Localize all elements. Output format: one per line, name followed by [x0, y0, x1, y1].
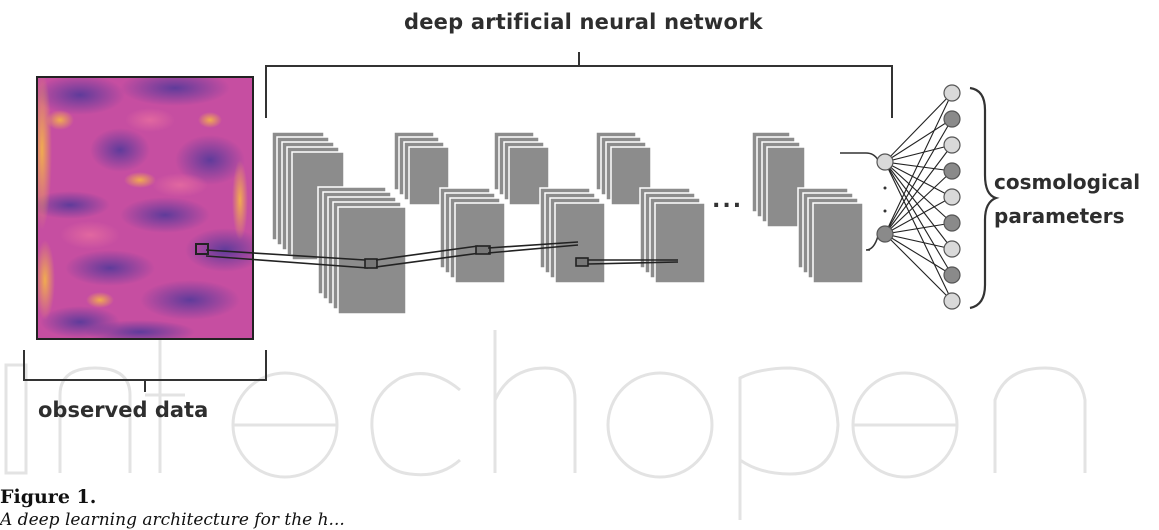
observed-data-label: observed data [38, 398, 209, 422]
fc-edge [884, 161, 953, 198]
ellipsis-dot [883, 186, 887, 190]
fc-edge [884, 233, 953, 276]
fc-edge [884, 233, 953, 302]
layer-stack-5 [493, 131, 550, 206]
layer-stack-3 [393, 131, 450, 206]
feature-map [812, 202, 864, 284]
output-node [943, 136, 961, 154]
layers-ellipsis: ... [712, 188, 744, 213]
parameters-label: cosmological parameters [994, 165, 1140, 233]
output-node [943, 188, 961, 206]
fc-edge [884, 161, 953, 302]
receptive-field-lines [205, 241, 679, 269]
network-label: deep artificial neural network [404, 10, 763, 34]
layer-stack-8 [639, 187, 706, 284]
layer-stack-6 [539, 187, 606, 284]
output-node [943, 110, 961, 128]
caption-title: Figure 1. [0, 486, 97, 508]
layer-stack-2 [317, 186, 407, 315]
parameters-label-line1: cosmological [994, 170, 1141, 194]
output-node [943, 292, 961, 310]
caption-text: A deep learning architecture for the h..… [0, 510, 345, 530]
layer-stack-7 [595, 131, 652, 206]
output-node [943, 214, 961, 232]
fc-edge [884, 161, 953, 224]
fully-connected-layer [840, 84, 961, 310]
connector-line [840, 152, 879, 161]
hidden-node [876, 225, 894, 243]
fc-edge [884, 92, 953, 235]
output-node [943, 84, 961, 102]
fc-edge [884, 161, 953, 250]
fc-edge [884, 161, 953, 172]
connector-line [865, 235, 879, 251]
conv-layer-stacks [271, 131, 864, 315]
fc-edge [884, 92, 953, 163]
observed-data-bracket [23, 350, 267, 392]
layer-stack-4 [439, 187, 506, 284]
fc-edge [884, 196, 953, 235]
feature-map [610, 146, 652, 206]
output-node [943, 162, 961, 180]
fc-edge [884, 222, 953, 235]
observed-data-heatmap [36, 76, 254, 340]
fc-edge [884, 144, 953, 163]
ellipsis-dot [883, 209, 887, 213]
fc-edge [884, 233, 953, 250]
output-node [943, 266, 961, 284]
fc-edge [884, 161, 953, 276]
feature-map [654, 202, 706, 284]
layer-stack-9 [751, 131, 806, 228]
watermark-logo [4, 330, 1087, 520]
output-node [943, 240, 961, 258]
fc-edge [884, 170, 953, 235]
fc-edge [884, 144, 953, 235]
parameters-label-line2: parameters [994, 204, 1125, 228]
fc-edge [884, 118, 953, 235]
layer-stack-10 [797, 187, 864, 284]
feature-map [454, 202, 506, 284]
network-bracket [265, 52, 893, 118]
parameters-brace [969, 86, 1000, 310]
fc-edge [884, 118, 953, 163]
hidden-node [876, 153, 894, 171]
